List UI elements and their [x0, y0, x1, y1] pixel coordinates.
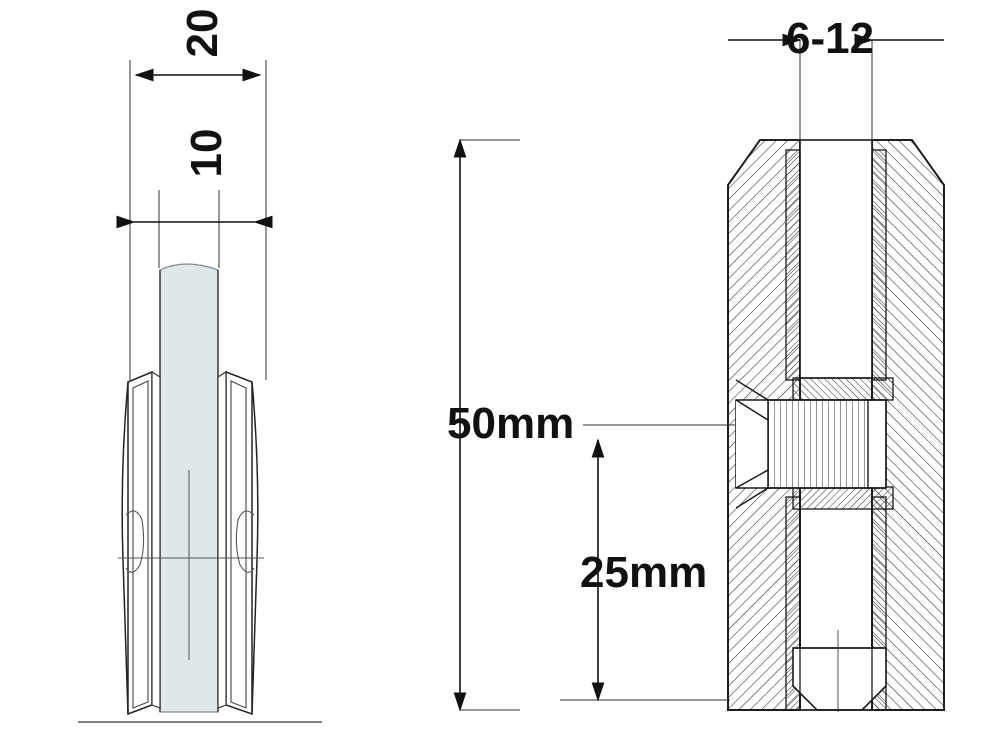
- gasket-right-upper: [871, 149, 887, 381]
- label-glass-thickness: 6-12: [786, 14, 875, 63]
- label-inner-width: 10: [182, 128, 231, 178]
- right-section-view-geometry: [453, 33, 945, 712]
- glass-slot-cavity: [799, 139, 873, 379]
- left-side-view-geometry: [78, 60, 322, 723]
- label-total-height: 50mm: [447, 399, 575, 448]
- gasket-left-upper: [785, 149, 801, 381]
- clamp-jaw-right: [225, 370, 253, 716]
- label-partial-height: 25mm: [580, 548, 708, 597]
- jaw-boss-right: [235, 510, 255, 573]
- gasket-bar-upper: [792, 377, 894, 401]
- label-outer-width: 20: [178, 8, 227, 58]
- jaw-boss-left: [125, 510, 145, 573]
- gasket-bar-lower: [792, 486, 894, 510]
